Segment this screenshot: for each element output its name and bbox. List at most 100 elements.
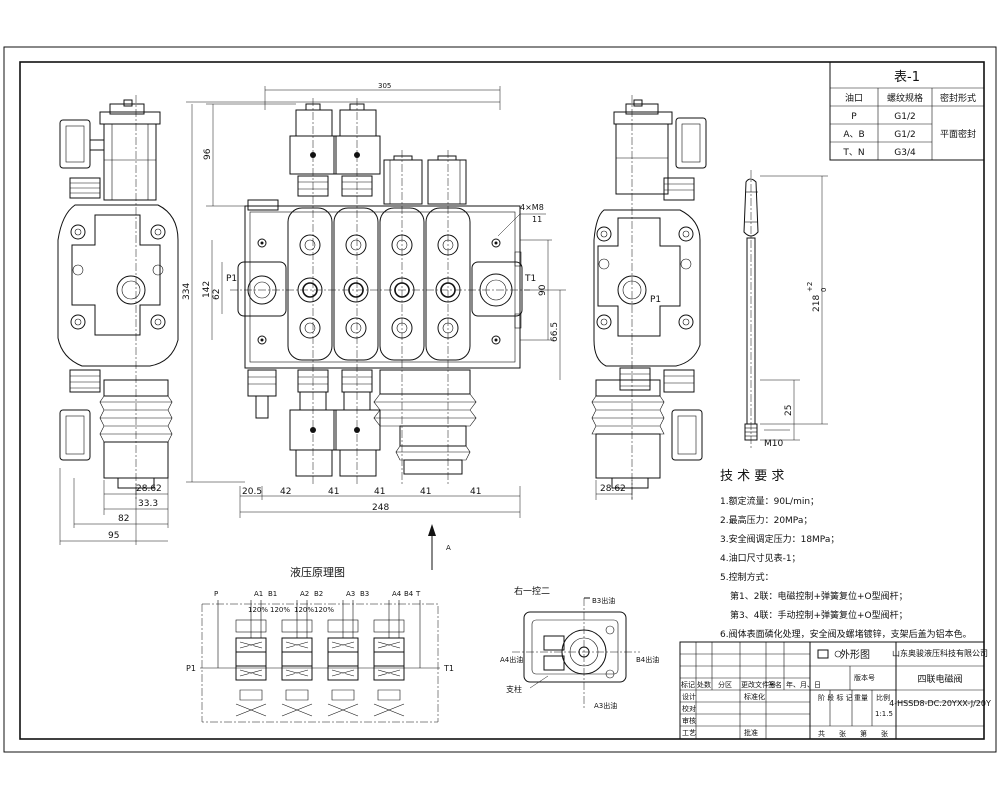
tb-row-label: 审核	[682, 716, 696, 725]
schematic-label: B3	[360, 590, 369, 598]
tb-scale: 1:1.5	[875, 710, 893, 718]
dim-42: 42	[280, 487, 291, 497]
tb-rev-header: 分区	[718, 680, 732, 689]
dim-41: 41	[470, 487, 481, 497]
front-view: 305 96 334 142 62	[182, 82, 566, 518]
dim-28-62-left: 28.62	[136, 484, 162, 494]
tech-item: 3.安全阀调定压力：18MPa；	[720, 533, 839, 545]
dim-66-5: 66.5	[550, 322, 560, 342]
schematic-p1: P1	[186, 664, 196, 673]
tb-rev-header: 标记	[681, 680, 695, 689]
tb-code: 4-HSSD8-DC.20YXX-J/20Y	[889, 699, 991, 708]
tb-rev-header: 签名	[768, 680, 782, 689]
dim-334: 334	[182, 283, 192, 300]
outer-frame	[3, 46, 997, 753]
schematic-t1: T1	[443, 664, 454, 673]
dim-m10: M10	[764, 439, 783, 449]
tech-item: 第1、2联：电磁控制+弹簧复位+O型阀杆；	[730, 590, 908, 602]
schematic-label: T	[415, 590, 421, 598]
relief-label: 120%	[270, 606, 290, 614]
view-arrow-a: A	[428, 524, 451, 570]
tb-row-label: 工艺	[682, 729, 696, 737]
dim-41: 41	[374, 487, 385, 497]
tb-version-label: 版本号	[854, 673, 875, 682]
table-cell: A、B	[843, 130, 864, 140]
relief-label: 120%	[294, 606, 314, 614]
tech-item: 2.最高压力：20MPa；	[720, 514, 812, 526]
table-seal-cell: 平面密封	[940, 128, 976, 140]
control-label-b3: B3出油	[592, 596, 615, 605]
table-cell: G3/4	[894, 148, 916, 158]
tb-rev-header: 更改文件号	[741, 680, 776, 689]
control-view-title: 右一控二	[514, 585, 550, 597]
tech-title: 技 术 要 求	[720, 469, 784, 484]
table-cell: G1/2	[894, 112, 915, 122]
schematic-label: A1	[254, 590, 263, 598]
dim-218-tol-lower: 0	[820, 288, 828, 292]
dim-305: 305	[378, 82, 391, 90]
relief-label: 120%	[314, 606, 334, 614]
dim-holes: 4×M8	[520, 203, 544, 212]
table-cell: G1/2	[894, 130, 915, 140]
schematic-title: 液压原理图	[290, 565, 345, 579]
tb-approve-label: 批准	[744, 728, 758, 737]
tb-row-label: 设计	[682, 692, 696, 701]
technical-requirements: 技 术 要 求 1.额定流量：90L/min； 2.最高压力：20MPa； 3.…	[720, 469, 972, 640]
schematic-label: A4	[392, 590, 402, 598]
inner-frame	[19, 61, 985, 740]
tech-item: 5.控制方式：	[720, 571, 774, 583]
control-label-a4: A4出油	[500, 655, 523, 664]
dim-hole-depth: 11	[532, 215, 542, 224]
tb-weight-label: 重量	[854, 694, 868, 702]
tb-view-name: 外形图	[840, 649, 870, 661]
tb-stage-label: 阶 段 标 记	[818, 693, 853, 702]
table-1: 表-1 油口 螺纹规格 密封形式 P G1/2 A、B G1/2 T、N G3/…	[829, 61, 985, 161]
table-cell: P	[851, 112, 857, 122]
schematic-label: B2	[314, 590, 323, 598]
table-header-port: 油口	[845, 92, 863, 104]
table-header-thread: 螺纹规格	[887, 92, 923, 104]
tb-std-label: 标准化	[744, 692, 765, 701]
tb-rev-header: 年、月、日	[786, 680, 821, 689]
dim-20-5: 20.5	[242, 487, 262, 497]
dim-96: 96	[203, 148, 213, 160]
schematic-label: B1	[268, 590, 277, 598]
right-side-view: P1 28.62	[591, 95, 707, 500]
tb-product: 四联电磁阀	[917, 673, 962, 685]
control-view: 右一控二 B3出油 A4出油 B4出油 A3出油 支柱	[500, 585, 659, 710]
dim-248: 248	[372, 503, 389, 513]
dim-142: 142	[202, 281, 212, 298]
tb-company: 山东奥骏液压科技有限公司	[892, 648, 988, 658]
control-label-bracket: 支柱	[506, 684, 522, 694]
arrow-a-label: A	[446, 544, 451, 552]
dim-28-62-right: 28.62	[600, 484, 626, 494]
schematic-label: A2	[300, 590, 309, 598]
handle-drawing: 218 +2 0 25 M10	[743, 170, 828, 449]
relief-label: 120%	[248, 606, 268, 614]
left-side-view: 28.62 33.3 82 95	[57, 95, 179, 545]
port-p1-side: P1	[650, 295, 661, 305]
control-label-a3: A3出油	[594, 701, 617, 710]
tech-item: 1.额定流量：90L/min；	[720, 495, 819, 507]
tb-row-label: 校对	[682, 704, 696, 713]
control-label-b4: B4出油	[636, 655, 659, 664]
schematic-label: P	[214, 590, 218, 598]
port-t1-front: T1	[524, 274, 536, 284]
schematic-label: B4	[404, 590, 414, 598]
tech-item: 6.阀体表面磷化处理，安全阀及螺堵镀锌，支架后盖为铝本色。	[720, 628, 972, 640]
dim-95: 95	[108, 531, 119, 541]
dim-25: 25	[784, 405, 794, 416]
dim-218-tol-upper: +2	[806, 282, 814, 292]
dim-41: 41	[328, 487, 339, 497]
tb-sheets-label: 共 张 第 张	[818, 729, 888, 738]
dim-62: 62	[212, 289, 222, 300]
tech-item: 4.油口尺寸见表-1；	[720, 552, 801, 564]
hydraulic-schematic: 液压原理图 P A1 B1 A2 B2 A3 B3 A4 B4 T P1 T1 …	[186, 565, 454, 723]
tb-rev-header: 处数	[697, 680, 711, 689]
table-header-seal: 密封形式	[940, 92, 976, 104]
dim-41: 41	[420, 487, 431, 497]
dim-33-3: 33.3	[138, 499, 158, 509]
title-block: 山东奥骏液压科技有限公司 外形图 版本号 四联电磁阀 4-HSSD8-DC.20…	[679, 641, 991, 740]
table-cell: T、N	[842, 148, 864, 158]
